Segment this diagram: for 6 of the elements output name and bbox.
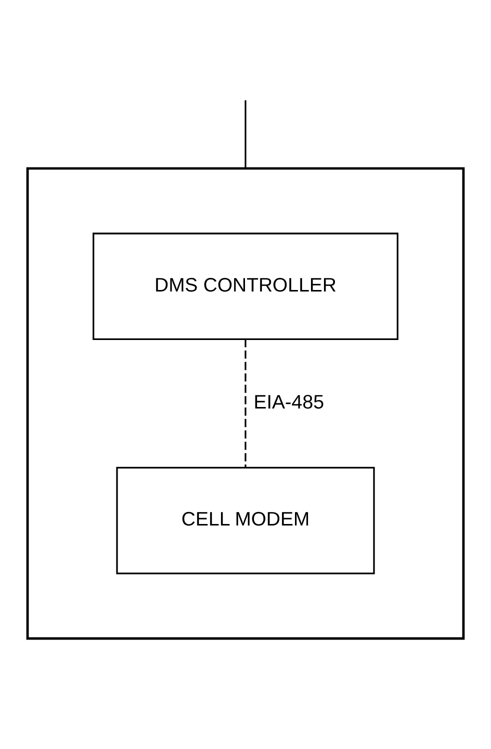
node-box: DMS CONTROLLER — [92, 232, 398, 340]
edge-label: EIA-485 — [254, 391, 324, 414]
node-box: CELL MODEM — [116, 466, 375, 574]
cluster — [26, 166, 465, 640]
connector — [244, 338, 246, 467]
connector — [244, 100, 246, 168]
